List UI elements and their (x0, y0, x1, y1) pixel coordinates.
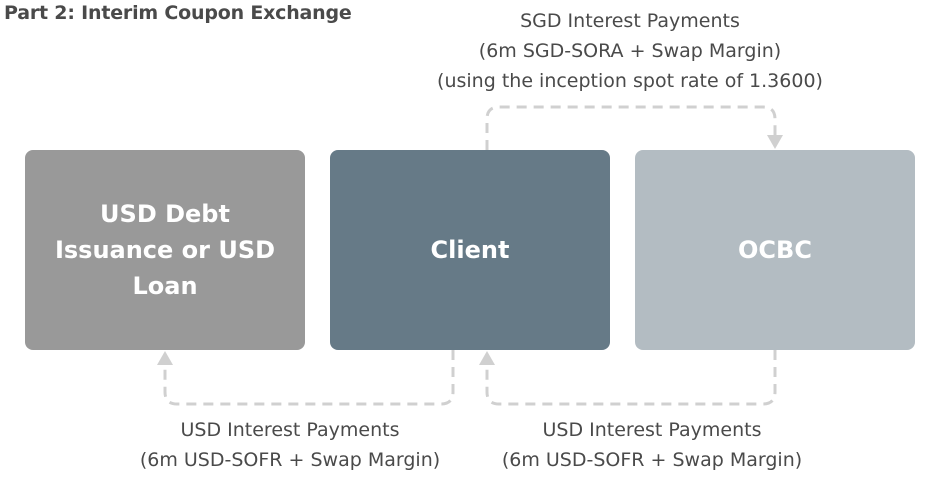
flow-label-line: (6m USD-SOFR + Swap Margin) (139, 449, 441, 471)
connector-client-to-debt (163, 350, 455, 406)
node-label: USD Debt Issuance or USD Loan (54, 200, 276, 300)
page-title: Part 2: Interim Coupon Exchange (4, 2, 352, 24)
connector-ocbc-to-client (485, 350, 777, 406)
flow-label-usd-payments-left: USD Interest Payments (6m USD-SOFR + Swa… (100, 415, 480, 475)
node-label: OCBC (738, 236, 812, 264)
flow-label-line: SGD Interest Payments (520, 10, 740, 32)
arrowhead-up-icon (157, 351, 173, 365)
flow-label-usd-payments-right: USD Interest Payments (6m USD-SOFR + Swa… (462, 415, 842, 475)
node-label: Client (430, 236, 510, 264)
flow-label-sgd-payments: SGD Interest Payments (6m SGD-SORA + Swa… (400, 6, 860, 96)
flow-label-line: USD Interest Payments (180, 419, 400, 441)
flow-label-line: USD Interest Payments (542, 419, 762, 441)
flow-label-line: (using the inception spot rate of 1.3600… (437, 70, 823, 92)
arrowhead-down-icon (767, 135, 783, 149)
node-ocbc: OCBC (635, 150, 915, 350)
node-client: Client (330, 150, 610, 350)
connector-client-to-ocbc (485, 105, 777, 150)
node-usd-debt: USD Debt Issuance or USD Loan (25, 150, 305, 350)
arrowhead-up-icon (479, 351, 495, 365)
flow-label-line: (6m USD-SOFR + Swap Margin) (501, 449, 803, 471)
flow-label-line: (6m SGD-SORA + Swap Margin) (478, 40, 782, 62)
